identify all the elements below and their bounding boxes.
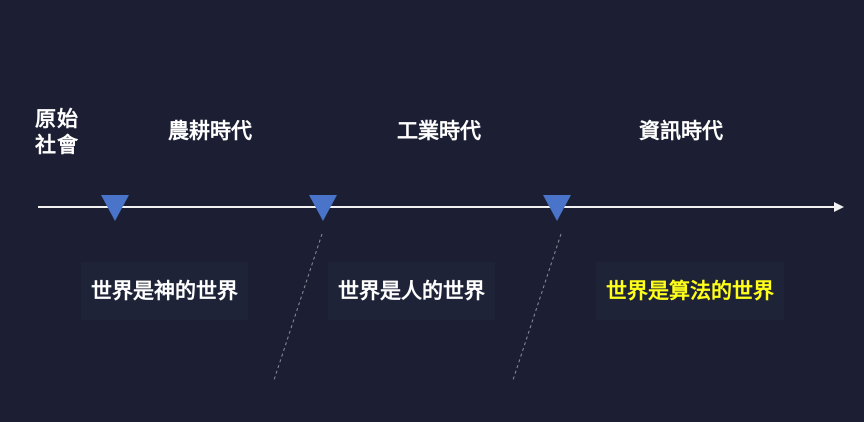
timeline-marker-1 xyxy=(101,195,129,221)
timeline-axis xyxy=(38,206,836,208)
dashed-divider-2 xyxy=(512,233,562,381)
timeline-marker-2 xyxy=(309,195,337,221)
caption-world-of-humans: 世界是人的世界 xyxy=(328,262,495,320)
dashed-divider-1 xyxy=(273,233,323,381)
era-label-industrial-age: 工業時代 xyxy=(397,119,481,143)
caption-world-of-gods: 世界是神的世界 xyxy=(81,262,248,320)
caption-world-of-algorithms: 世界是算法的世界 xyxy=(596,262,784,320)
era-label-information-age: 資訊時代 xyxy=(639,119,723,143)
era-label-primitive-society: 原始社會 xyxy=(35,107,79,157)
era-label-agricultural-age: 農耕時代 xyxy=(168,119,252,143)
timeline-marker-3 xyxy=(543,195,571,221)
timeline-arrowhead xyxy=(834,202,844,212)
